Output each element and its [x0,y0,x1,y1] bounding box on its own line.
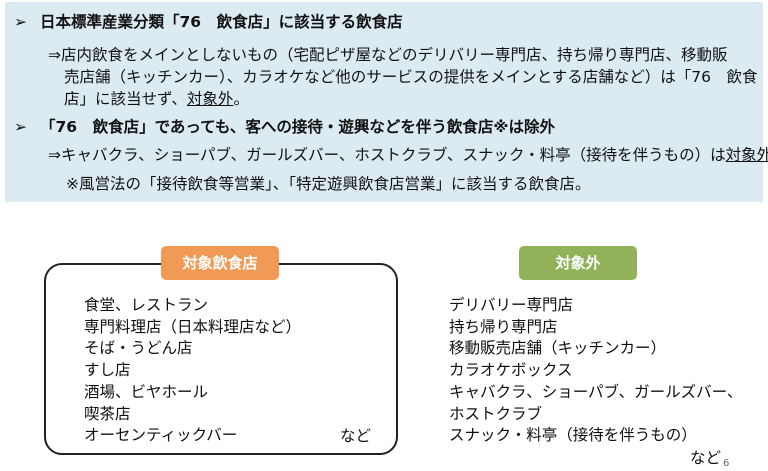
list-item: キャバクラ、ショーパブ、ガールズバー、 [449,382,743,401]
list-item: 専門料理店（日本料理店など） [84,317,302,336]
list-item: 喫茶店 [84,404,131,423]
not-covered-underlined: 対象外 [725,146,768,164]
sub-point-2-text: キャバクラ、ショーパブ、ガールズバー、ホストクラブ、スナック・料亭（接待を伴うも… [61,146,726,164]
arrow-bullet-icon: ➢ [14,13,27,31]
sub-point-1-line-3-pre: 店」に該当せず、 [64,90,187,108]
not-covered-underlined: 対象外 [186,90,234,108]
list-item: オーセンティックバー [84,426,238,445]
target-restaurants-list: 食堂、レストラン 専門料理店（日本料理店など） そば・うどん店 すし店 酒場、ビ… [84,295,301,447]
bullet-2-text: 「76 飲食店」であっても、客への接待・遊興などを伴う飲食店※は除外 [40,118,555,136]
list-item: 食堂、レストラン [84,296,209,314]
list-item: カラオケボックス [449,361,573,380]
info-panel [5,2,763,202]
sub-point-1: ⇒店内飲食をメインとしないもの（宅配ピザ屋などのデリバリー専門店、持ち帰り専門店… [48,44,760,110]
sub-point-2: ⇒キャバクラ、ショーパブ、ガールズバー、ホストクラブ、スナック・料亭（接待を伴う… [48,144,768,166]
excluded-list: デリバリー専門店 持ち帰り専門店 移動販売店舗（キッチンカー） カラオケボックス… [449,295,742,447]
list-item: そば・うどん店 [84,339,193,358]
right-arrow-icon: ⇒ [48,146,61,164]
list-item: デリバリー専門店 [449,296,574,314]
bullet-2: ➢ 「76 飲食店」であっても、客への接待・遊興などを伴う飲食店※は除外 [14,116,555,138]
footnote: ※風営法の「接待飲食等営業」、「特定遊興飲食店営業」に該当する飲食店。 [66,175,591,193]
bullet-1-text: 日本標準産業分類「76 飲食店」に該当する飲食店 [40,13,403,31]
list-item: 酒場、ビヤホール [84,382,209,401]
list-item: 持ち帰り専門店 [449,317,558,336]
list-item: ホストクラブ [449,404,543,423]
arrow-bullet-icon: ➢ [14,118,27,136]
list-item: すし店 [84,361,131,380]
target-etc: など [340,427,372,445]
right-arrow-icon: ⇒ [48,46,61,64]
excluded-etc: など [690,449,722,467]
sub-point-1-line-2: 売店舗（キッチンカー）、カラオケなど他のサービスの提供をメインとする店舗など）は… [64,68,758,86]
excluded-badge: 対象外 [519,246,637,280]
target-restaurants-badge: 対象飲食店 [161,246,279,280]
sub-point-1-line-3-post: 。 [233,90,249,108]
page-number: 6 [723,458,730,469]
list-item: 移動販売店舗（キッチンカー） [449,339,667,358]
sub-point-1-line-1: 店内飲食をメインとしないもの（宅配ピザ屋などのデリバリー専門店、持ち帰り専門店、… [61,46,728,64]
list-item: スナック・料亭（接待を伴うもの） [449,426,697,445]
bullet-1: ➢ 日本標準産業分類「76 飲食店」に該当する飲食店 [14,11,403,33]
